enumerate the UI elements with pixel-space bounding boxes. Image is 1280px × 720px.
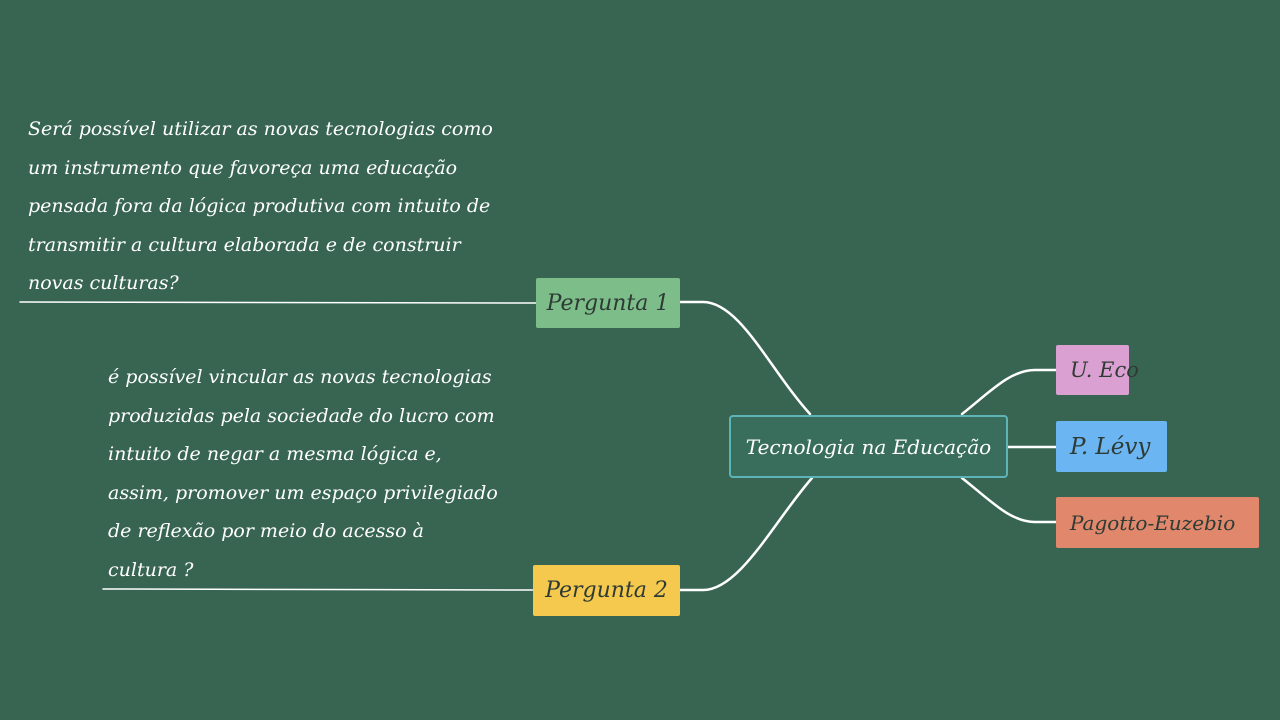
connector-central-to-question-1 <box>678 300 812 416</box>
topic-question-2-label: Pergunta 2 <box>545 578 668 603</box>
connector-question-2-underline <box>102 588 534 591</box>
question-1-text-line: Será possível utilizar as novas tecnolog… <box>28 118 493 140</box>
connector-central-to-eco <box>960 368 1058 416</box>
question-1-text-line: novas culturas? <box>28 272 179 294</box>
topic-author-levy-label: P. Lévy <box>1070 433 1151 460</box>
question-2-text: é possível vincular as novas tecnologias… <box>108 358 498 589</box>
topic-author-eco[interactable]: U. Eco <box>1056 345 1139 395</box>
question-1-text-line: transmitir a cultura elaborada e de cons… <box>28 233 461 256</box>
question-2-text-line: de reflexão por meio do acesso à <box>108 520 424 542</box>
central-topic[interactable]: Tecnologia na Educação <box>729 415 1008 478</box>
topic-question-1[interactable]: Pergunta 1 <box>536 278 680 328</box>
central-topic-label: Tecnologia na Educação <box>745 434 992 459</box>
question-1-text: Será possível utilizar as novas tecnolog… <box>28 110 498 303</box>
question-2-text-line: é possível vincular as novas tecnologias <box>108 366 492 388</box>
topic-author-eco-label: U. Eco <box>1070 358 1139 382</box>
topic-author-pagotto-euzebio[interactable]: Pagotto-Euzebio <box>1056 497 1259 548</box>
question-2-text-line: intuito de negar a mesma lógica e, <box>108 443 442 465</box>
topic-author-levy[interactable]: P. Lévy <box>1056 421 1167 472</box>
topic-author-pagotto-euzebio-label: Pagotto-Euzebio <box>1070 510 1236 535</box>
topic-question-1-label: Pergunta 1 <box>546 290 670 316</box>
question-2-text-line: produzidas pela sociedade do lucro com <box>108 404 495 427</box>
connector-question-1-underline <box>19 301 537 304</box>
question-2-text-line: cultura ? <box>108 558 194 581</box>
connector-central-to-question-2 <box>678 476 814 592</box>
question-2-text-line: assim, promover um espaço privilegiado <box>108 481 498 504</box>
question-1-text-line: pensada fora da lógica produtiva com int… <box>28 195 491 217</box>
question-1-text-line: um instrumento que favoreça uma educação <box>28 156 458 179</box>
connector-central-to-pagotto <box>960 476 1058 524</box>
topic-question-2[interactable]: Pergunta 2 <box>533 565 680 616</box>
